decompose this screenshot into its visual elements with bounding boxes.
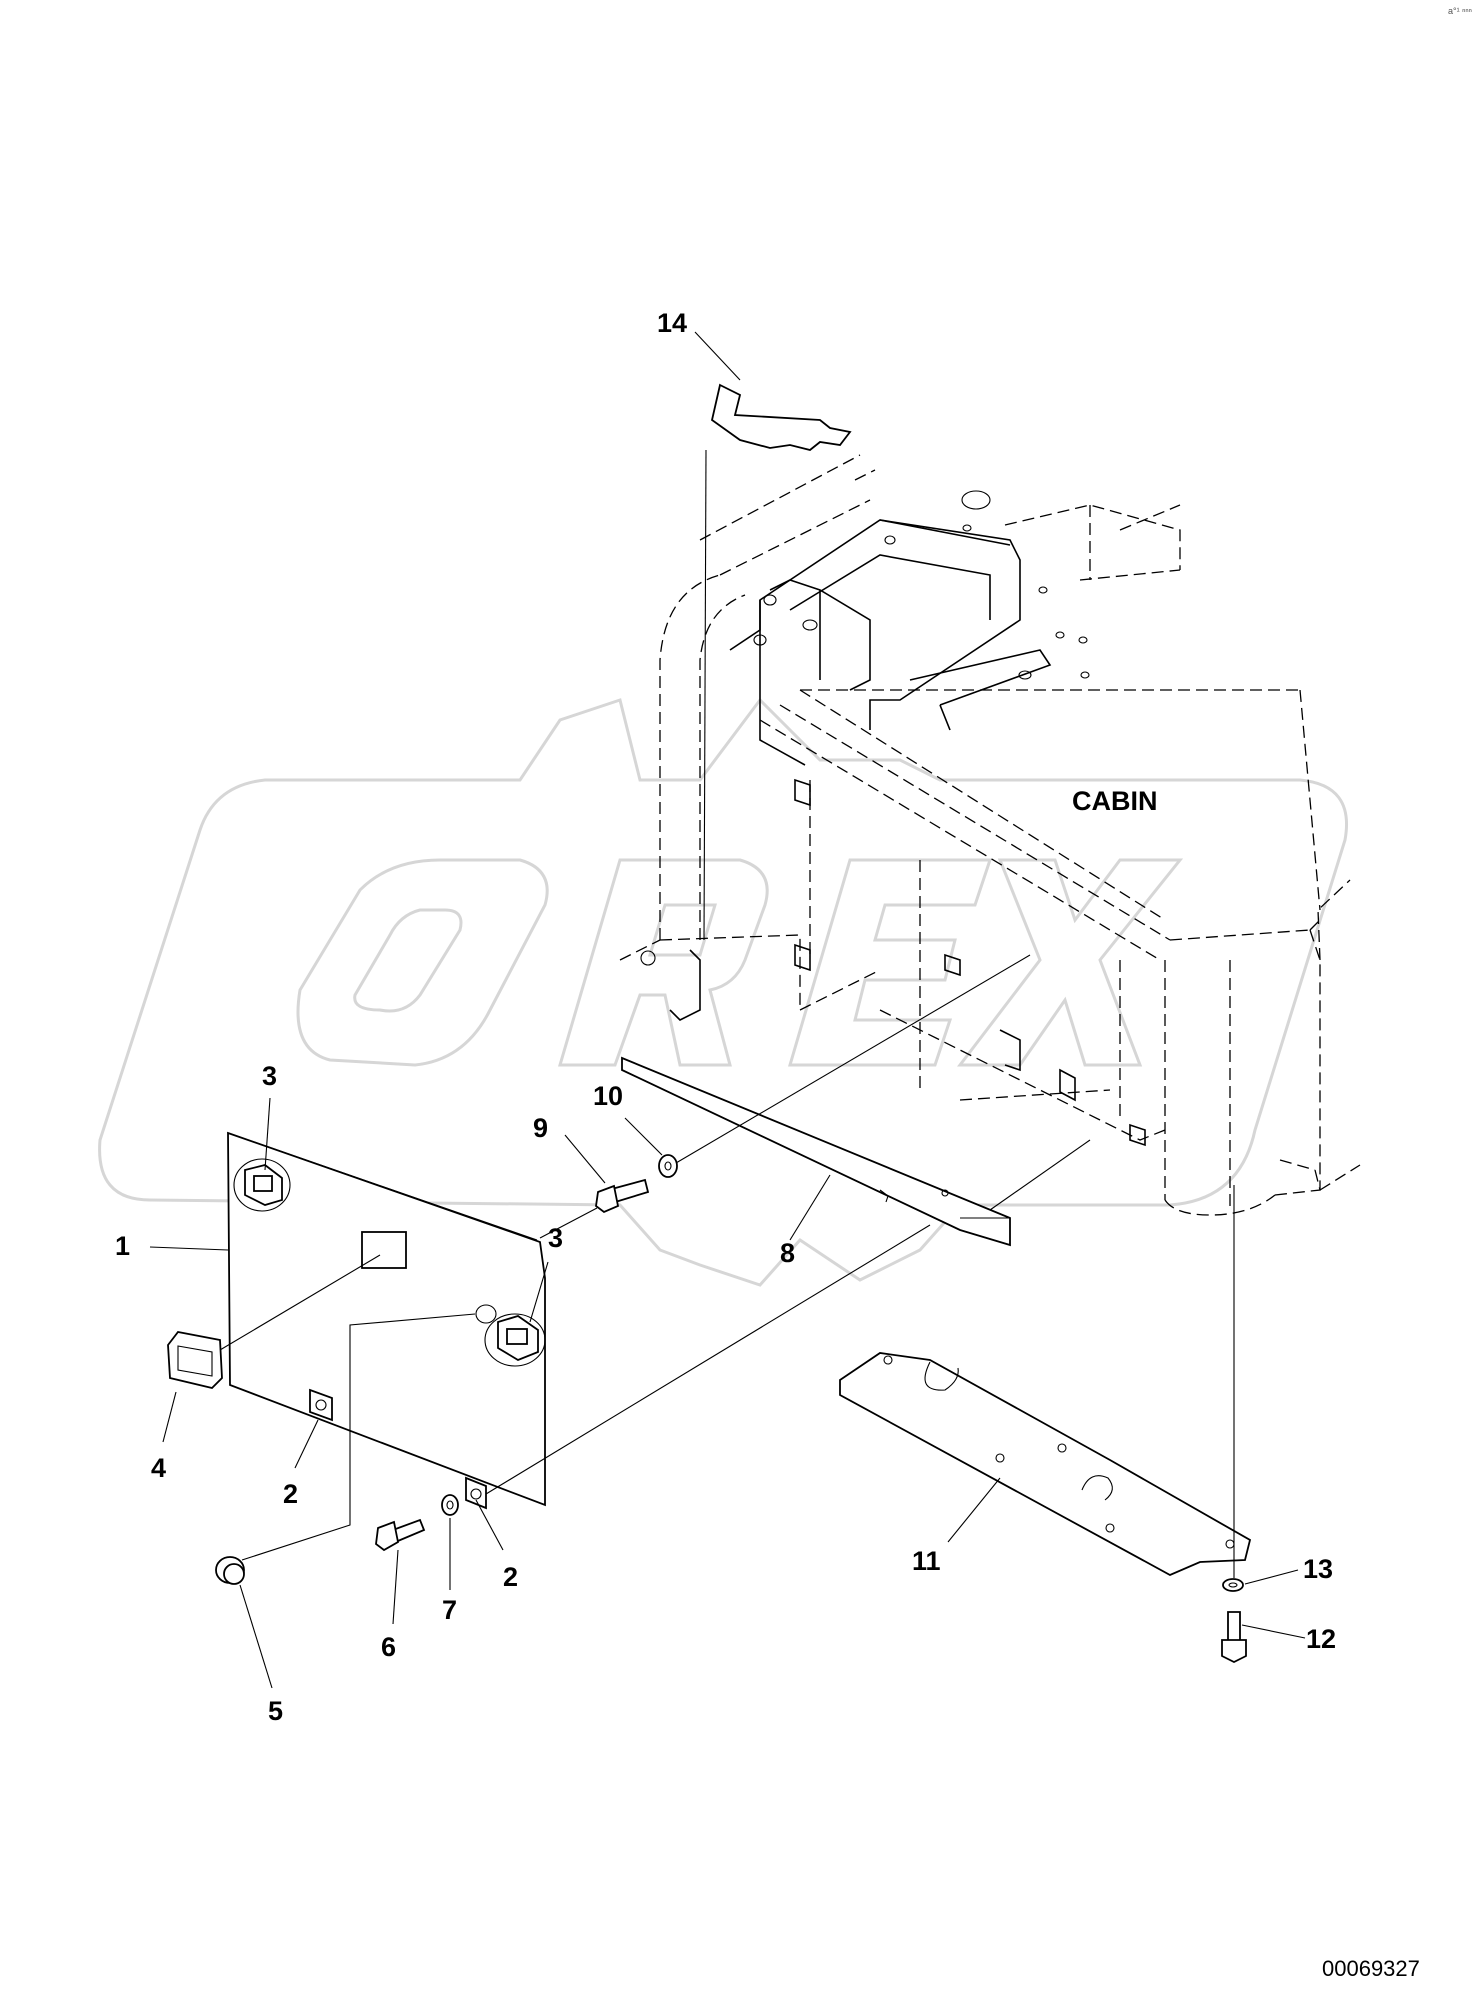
part-10-washer bbox=[658, 1154, 678, 1178]
part-11-plate bbox=[839, 1352, 1252, 1577]
watermark-letter-o bbox=[296, 858, 549, 1067]
part-2-tab-right bbox=[465, 1476, 487, 1510]
callout-9: 9 bbox=[533, 1113, 548, 1143]
callout-11: 11 bbox=[912, 1546, 941, 1576]
part-4-handle bbox=[167, 1331, 223, 1389]
part-2-tab-left bbox=[309, 1388, 333, 1422]
callout-3-left: 3 bbox=[262, 1061, 277, 1091]
part-14-handle bbox=[710, 383, 852, 451]
cabin-label: CABIN bbox=[1072, 786, 1158, 816]
part-13-washer bbox=[1222, 1578, 1244, 1592]
corner-mark: a°¹ ⁿⁿⁿ bbox=[1448, 6, 1472, 16]
mirror-bracket-assembly bbox=[729, 490, 1090, 766]
leader-lines bbox=[149, 331, 1306, 1689]
cabin-frame bbox=[619, 454, 1361, 1216]
callout-10: 10 bbox=[593, 1081, 623, 1111]
part-1-panel bbox=[227, 1131, 546, 1507]
callout-2-right: 2 bbox=[503, 1562, 518, 1592]
watermark-letter-r bbox=[557, 858, 769, 1067]
part-5-cap bbox=[215, 1556, 245, 1585]
callout-6: 6 bbox=[381, 1632, 396, 1662]
watermark-letter-x bbox=[956, 858, 1184, 1067]
part-9-bolt bbox=[595, 1178, 650, 1214]
part-6-bolt bbox=[375, 1518, 426, 1552]
part-3-latch-right bbox=[484, 1313, 546, 1367]
callout-3-right: 3 bbox=[548, 1223, 563, 1253]
part-12-bolt bbox=[1221, 1611, 1247, 1664]
callout-2-left: 2 bbox=[283, 1479, 298, 1509]
callout-7: 7 bbox=[442, 1595, 457, 1625]
frame-brackets bbox=[640, 778, 1146, 1147]
part-7-washer bbox=[441, 1494, 459, 1516]
callout-12: 12 bbox=[1306, 1624, 1336, 1654]
callout-8: 8 bbox=[780, 1238, 795, 1268]
label-plate bbox=[361, 1231, 407, 1269]
callout-13: 13 bbox=[1303, 1554, 1333, 1584]
watermark bbox=[98, 697, 1348, 1287]
part-8-rail bbox=[621, 1056, 1011, 1247]
document-id: 00069327 bbox=[1322, 1956, 1420, 1981]
callout-5: 5 bbox=[268, 1696, 283, 1726]
callout-1: 1 bbox=[115, 1231, 130, 1261]
watermark-gear-outline bbox=[98, 697, 1348, 1287]
watermark-letter-e bbox=[787, 858, 993, 1067]
callout-4: 4 bbox=[151, 1453, 166, 1483]
callout-14: 14 bbox=[657, 308, 687, 338]
